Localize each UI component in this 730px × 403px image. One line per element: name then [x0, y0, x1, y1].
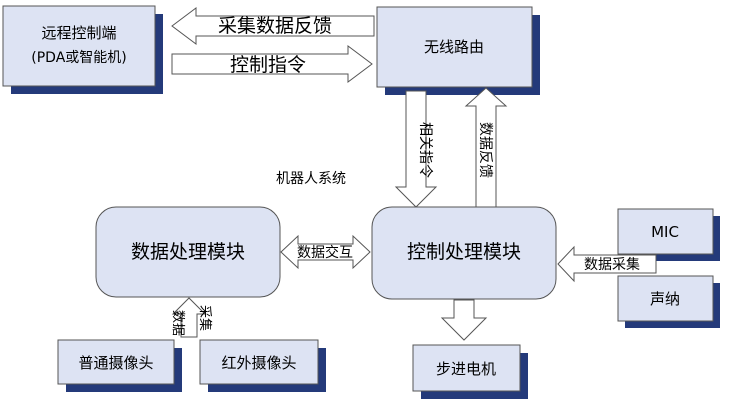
data-interaction-arrow-shape	[280, 234, 371, 270]
data-acquisition-right-arrow: 数据采集	[557, 245, 657, 283]
stepper-motor-label: 步进电机	[436, 360, 496, 378]
data-feedback-arrow: 数据反馈	[464, 87, 508, 208]
data-feedback-label: 数据反馈	[477, 122, 493, 178]
camera-normal-label: 普通摄像头	[78, 354, 153, 372]
related-command-arrow-shape	[394, 90, 438, 208]
feedback-arrow-label: 采集数据反馈	[218, 15, 332, 37]
data-interaction-label: 数据交互	[297, 244, 353, 261]
camera-normal-node: 普通摄像头	[57, 339, 182, 392]
data-processing-box	[95, 206, 281, 298]
remote-control-sublabel: (PDA或智能机)	[31, 50, 126, 66]
control-processing-box	[371, 206, 557, 300]
camera-infrared-box	[199, 339, 319, 385]
remote-control-label: 远程控制端	[41, 24, 116, 42]
data-acquisition-right-label: 数据采集	[584, 256, 640, 273]
mic-node: MIC	[617, 208, 720, 261]
remote-control-node: 远程控制端 (PDA或智能机)	[2, 5, 163, 94]
command-to-router-arrow: 控制指令	[171, 45, 373, 83]
data-processing-label: 数据处理模块	[131, 241, 245, 263]
motor-command-arrow-shape	[440, 299, 488, 341]
data-interaction-arrow: 数据交互	[280, 234, 371, 270]
command-arrow-label: 控制指令	[230, 54, 306, 76]
feedback-arrow-shape	[171, 7, 375, 45]
data-acquisition-right-arrow-shape	[557, 245, 657, 283]
sonar-label: 声纳	[650, 290, 680, 308]
sonar-node: 声纳	[617, 275, 720, 328]
robot-system-label: 机器人系统	[276, 171, 346, 187]
data-acquisition-bottom-label-2: 采集	[197, 305, 213, 331]
wireless-router-label: 无线路由	[424, 38, 484, 56]
wireless-router-node: 无线路由	[376, 6, 540, 95]
sonar-box	[617, 275, 714, 322]
stepper-motor-node: 步进电机	[412, 344, 528, 399]
motor-command-arrow	[440, 299, 488, 341]
data-acquisition-bottom-arrow-shape	[171, 297, 207, 338]
camera-normal-box	[57, 339, 175, 385]
command-arrow-shape	[171, 45, 373, 83]
remote-control-box	[2, 5, 156, 87]
mic-label: MIC	[651, 223, 679, 241]
camera-infrared-label: 红外摄像头	[221, 354, 296, 372]
related-command-label: 相关指令	[417, 122, 433, 178]
wireless-router-box	[376, 6, 533, 88]
related-command-arrow: 相关指令	[394, 90, 438, 208]
stepper-motor-box	[412, 344, 521, 392]
data-feedback-arrow-shape	[464, 87, 508, 208]
control-processing-node: 控制处理模块	[371, 206, 557, 300]
feedback-to-remote-arrow: 采集数据反馈	[171, 7, 375, 45]
data-acquisition-bottom-arrow: 数据 采集	[170, 297, 213, 338]
data-acquisition-bottom-label-1: 数据	[170, 310, 185, 336]
data-processing-node: 数据处理模块	[95, 206, 281, 298]
mic-box	[617, 208, 714, 255]
control-processing-label: 控制处理模块	[407, 241, 521, 263]
camera-infrared-node: 红外摄像头	[199, 339, 326, 392]
